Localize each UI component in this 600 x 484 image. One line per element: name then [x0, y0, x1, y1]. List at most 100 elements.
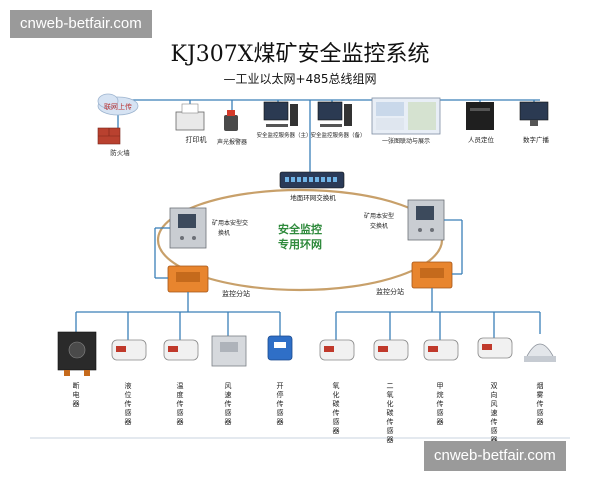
- display-panel: [376, 118, 404, 130]
- server-main: 安全监控服务器（主）: [256, 101, 312, 139]
- sensor-switch-status: [267, 335, 293, 361]
- substation-links: [154, 219, 463, 279]
- watermark-bottom: cnweb-betfair.com: [424, 441, 566, 471]
- left-switch-box: [169, 207, 207, 249]
- sensor-buses: [75, 288, 541, 340]
- monitor-icon: [263, 101, 289, 121]
- server-backup-label: 安全监控服务器（备）: [310, 131, 365, 139]
- server-backup: 安全监控服务器（备）: [310, 101, 366, 139]
- temperature-sensor-icon: [163, 339, 199, 361]
- breaker-dial: [68, 341, 86, 359]
- switch-port: [285, 177, 289, 182]
- sensor-wind-speed: [211, 335, 247, 367]
- switch-port: [321, 177, 325, 182]
- sensor-smoke: [524, 343, 556, 362]
- printer-label: 打印机: [186, 135, 207, 144]
- tower-icon: [290, 104, 298, 126]
- left-switch-label-1: 矿用本安型交: [212, 219, 248, 227]
- sensor-panel: [220, 342, 238, 352]
- broadcast-label: 数字广播: [523, 135, 550, 144]
- watermark-top: cnweb-betfair.com: [10, 10, 152, 38]
- smoke-sensor-base: [524, 356, 556, 362]
- left-switch-label-2: 换机: [218, 229, 230, 237]
- sensor-label-left: 温度传感器: [177, 381, 184, 426]
- tower-icon: [344, 104, 352, 126]
- left-switch-knob: [192, 236, 196, 240]
- co-sensor-icon: [319, 339, 355, 361]
- display-label: 一张图联动与展示: [382, 137, 430, 145]
- cloud-icon: [97, 93, 119, 109]
- left-substation-label: 监控分站: [222, 289, 250, 298]
- right-substation-label: 监控分站: [376, 287, 404, 296]
- sensor-label-right: 二氧化碳传感器: [387, 382, 394, 444]
- alarm-icon: [224, 115, 238, 131]
- right-switch-screen: [416, 206, 434, 220]
- firewall: 防火墙: [97, 127, 130, 157]
- printer: 打印机: [175, 103, 207, 144]
- sensor-level: [111, 339, 147, 361]
- firewall-label: 防火墙: [110, 148, 130, 157]
- positioning-label: 人员定位: [468, 135, 495, 144]
- sensor-label-right: 双向风速传感器: [491, 382, 498, 444]
- positioning-icon: [466, 102, 494, 130]
- sensor-label-right: 氧化碳传感器: [333, 381, 340, 435]
- page-subtitle: —工业以太网+485总线组网: [223, 72, 377, 86]
- switch-port: [297, 177, 301, 182]
- positioning: 人员定位: [466, 102, 495, 144]
- switch-port: [327, 177, 331, 182]
- sensor-label-left: 液位传感器: [125, 381, 132, 426]
- page-title: KJ307X煤矿安全监控系统: [170, 42, 430, 67]
- keyboard-icon: [320, 124, 342, 127]
- sensor-co2: [373, 339, 409, 361]
- alarm-light: [227, 110, 235, 116]
- bidirectional-wind-sensor-icon: [477, 337, 513, 359]
- cloud-label: 联网上传: [104, 102, 132, 111]
- right-switch-knob: [418, 228, 422, 232]
- keyboard-icon: [266, 124, 288, 127]
- right-mine-switch: 矿用本安型 交换机: [364, 199, 445, 241]
- ring-label-line2: 专用环网: [278, 237, 322, 251]
- sensor-bidirectional-wind: [477, 337, 513, 359]
- broadcast-stand: [530, 120, 538, 126]
- sensor-display: [168, 346, 178, 352]
- breaker-plug: [84, 370, 90, 376]
- left-switch-screen: [178, 214, 196, 228]
- sensor-label-right: 烟雾传感器: [537, 381, 544, 426]
- left-switch-knob: [180, 236, 184, 240]
- sensor-display: [428, 346, 438, 352]
- switch-port: [303, 177, 307, 182]
- ring-label-line1: 安全监控: [278, 222, 322, 236]
- sensor-display: [274, 342, 286, 348]
- sensor-display: [116, 346, 126, 352]
- broadcast-icon: [519, 101, 549, 121]
- sensor-label-left: 断电器: [73, 381, 80, 408]
- switch-label: 地面环网交换机: [290, 193, 336, 202]
- cloud-upload: 联网上传: [97, 93, 139, 116]
- sensor-display: [378, 346, 388, 352]
- co2-sensor-icon: [373, 339, 409, 361]
- right-substation-panel: [420, 268, 444, 278]
- printer-paper: [181, 103, 199, 114]
- methane-sensor-icon: [423, 339, 459, 361]
- sensor-temperature: [163, 339, 199, 361]
- display-screen: 一张图联动与展示: [371, 97, 441, 145]
- monitor-icon: [317, 101, 343, 121]
- sensor-label-left: 开停传感器: [277, 382, 284, 426]
- breaker-plug: [64, 370, 70, 376]
- right-switch-knob: [430, 228, 434, 232]
- switch-port: [333, 177, 337, 182]
- sensor-methane: [423, 339, 459, 361]
- right-switch-label-1: 矿用本安型: [364, 212, 394, 220]
- alarm: 声光报警器: [217, 110, 247, 146]
- switch-port: [315, 177, 319, 182]
- switch-port: [291, 177, 295, 182]
- server-main-label: 安全监控服务器（主）: [256, 131, 311, 139]
- level-sensor-icon: [111, 339, 147, 361]
- switch-ports: [285, 177, 337, 182]
- left-substation-panel: [176, 272, 200, 282]
- smoke-sensor-icon: [525, 343, 555, 359]
- sensor-power-breaker: [57, 331, 97, 376]
- sensor-display: [482, 344, 492, 350]
